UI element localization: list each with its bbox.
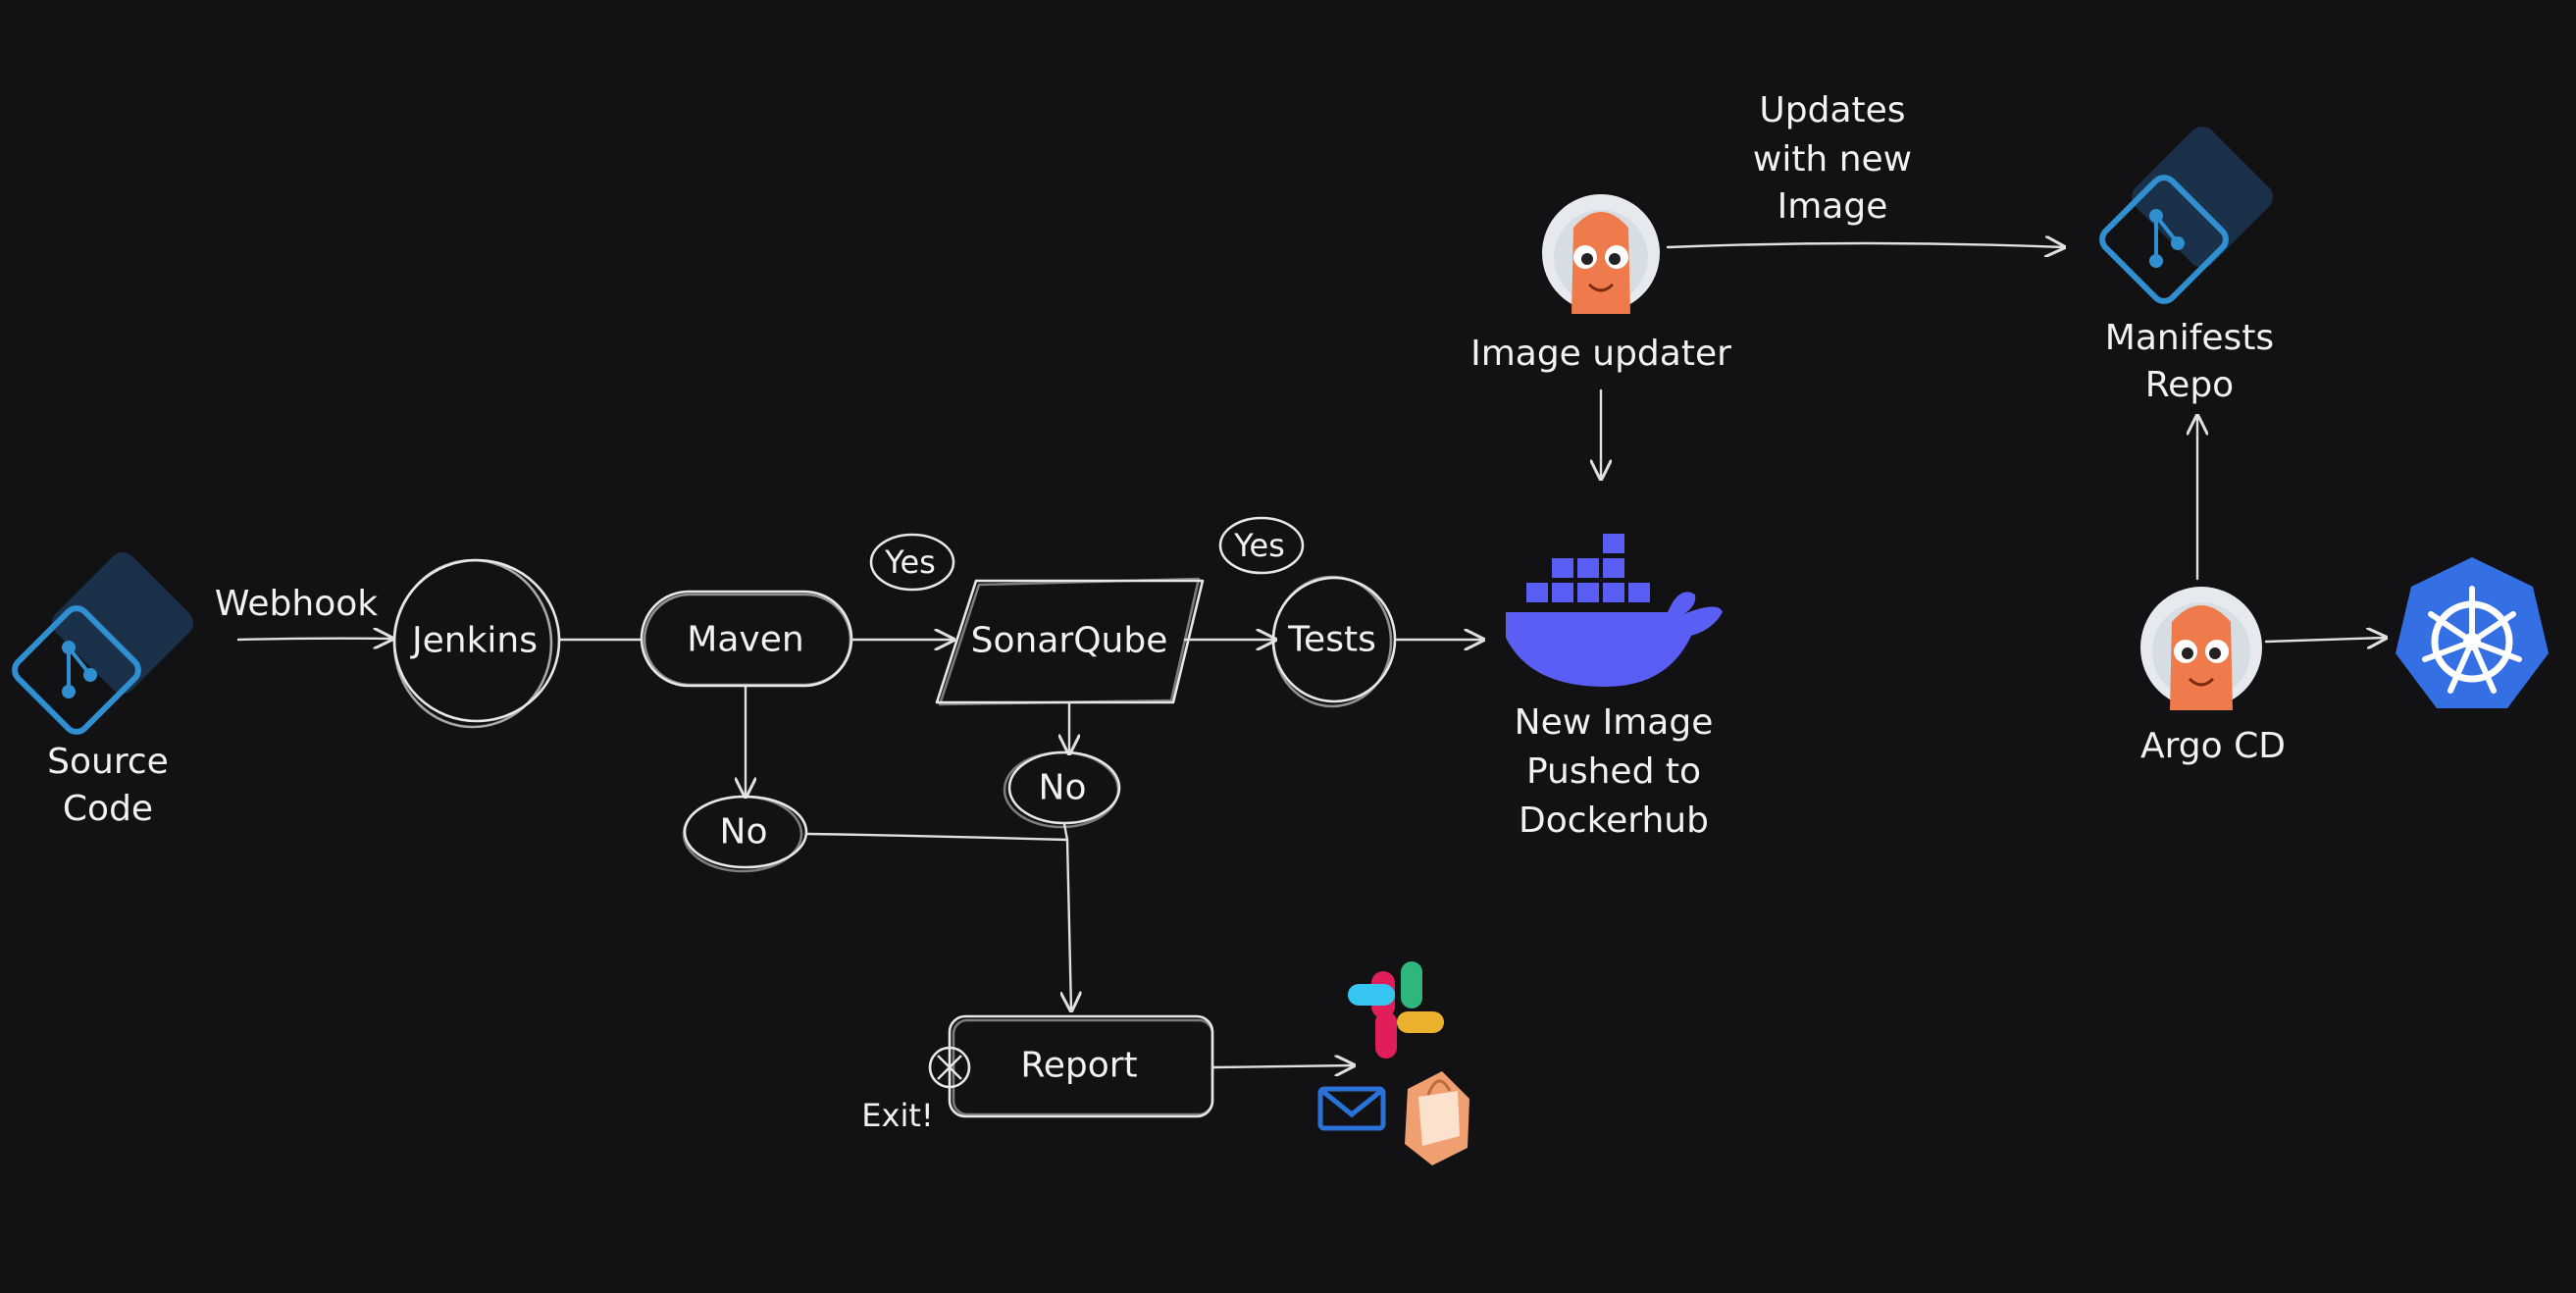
source-code-label-line2: Code <box>63 789 153 829</box>
updater-to-manifests-arrow <box>1666 243 2064 247</box>
yes-tests-badge: Yes <box>1218 516 1305 575</box>
tests-node: Tests <box>1271 575 1397 708</box>
argo-mascot-icon <box>1542 194 1660 314</box>
exit-label: Exit! <box>861 1097 933 1134</box>
jenkins-label: Jenkins <box>410 621 538 661</box>
webhook-label: Webhook <box>215 584 378 624</box>
webhook-arrow <box>236 639 392 640</box>
kubernetes-wheel-icon <box>2396 557 2549 708</box>
maven-node: Maven <box>640 590 853 688</box>
no-maven-to-report-line <box>804 832 1069 842</box>
argo-cd-mascot-icon <box>2140 587 2262 710</box>
manifests-label-line2: Repo <box>2145 365 2234 405</box>
sonarqube-label: SonarQube <box>971 621 1168 661</box>
docker-whale-icon <box>1506 534 1723 687</box>
report-node: Report <box>948 1014 1214 1118</box>
updates-label-line1: Updates <box>1759 90 1905 130</box>
yes-sonarqube-label: Yes <box>884 543 936 581</box>
no-sonarqube-label: No <box>1039 768 1087 808</box>
new-image-label-line2: Pushed to <box>1526 751 1701 792</box>
to-report-arrow <box>1067 838 1071 1010</box>
updates-label-line3: Image <box>1777 186 1888 227</box>
image-updater-label: Image updater <box>1470 334 1731 374</box>
jenkins-node: Jenkins <box>392 558 561 729</box>
maven-label: Maven <box>687 620 803 660</box>
report-label: Report <box>1020 1046 1137 1086</box>
tests-label: Tests <box>1287 620 1376 660</box>
argo-to-kubernetes-arrow <box>2264 638 2386 642</box>
new-image-label-line3: Dockerhub <box>1519 801 1709 841</box>
source-code-label-line1: Source <box>47 742 169 782</box>
manifests-label-line1: Manifests <box>2105 318 2274 358</box>
new-image-label-line1: New Image <box>1515 702 1714 743</box>
sonarqube-node: SonarQube <box>935 577 1205 706</box>
yes-sonarqube-badge: Yes <box>869 533 955 592</box>
exit-circle-icon <box>928 1046 971 1089</box>
argo-cd-label: Argo CD <box>2140 726 2286 766</box>
no-sonar-to-report-line <box>1062 822 1069 842</box>
no-sonarqube-badge: No <box>1003 750 1121 829</box>
yes-tests-label: Yes <box>1233 527 1285 564</box>
git-icon <box>12 552 193 735</box>
shopping-bag-icon <box>1405 1071 1469 1165</box>
manifests-git-icon <box>2099 127 2273 304</box>
no-maven-label: No <box>720 812 768 853</box>
updates-label-line2: with new <box>1753 139 1912 180</box>
report-to-notify-arrow <box>1211 1065 1354 1067</box>
email-icon <box>1317 1086 1386 1131</box>
slack-icon <box>1348 961 1444 1059</box>
no-maven-badge: No <box>682 795 808 873</box>
